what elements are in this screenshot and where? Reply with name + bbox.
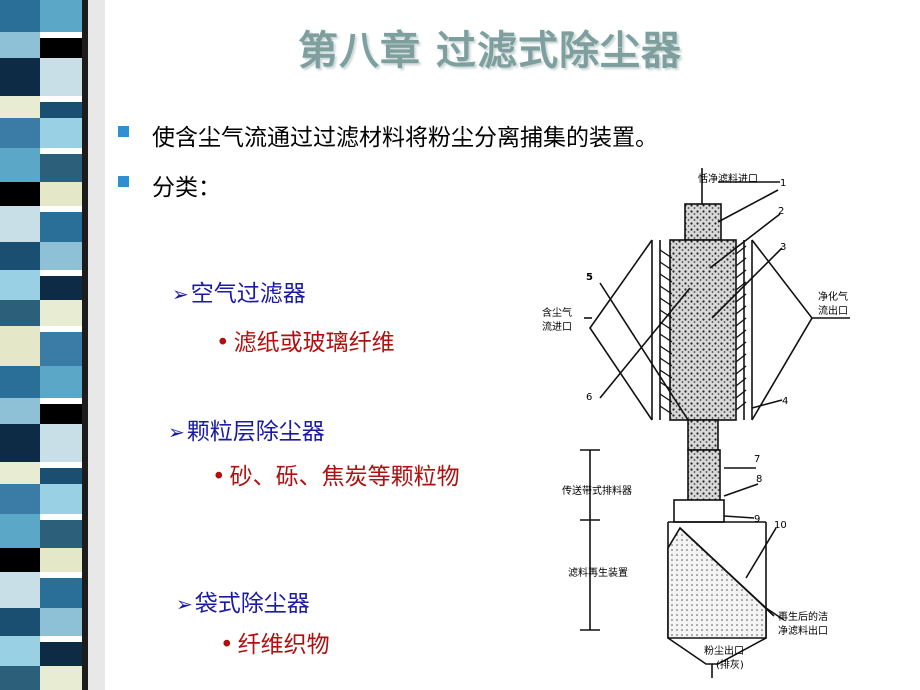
diagram-number: 1 <box>780 178 786 189</box>
category-detail: 滤纸或玻璃纤维 <box>233 330 395 356</box>
diagram-number: 4 <box>782 396 788 407</box>
category-label: 空气过滤器 <box>190 281 306 307</box>
category-detail: 纤维织物 <box>237 632 330 658</box>
diagram-label-regen: 滤料再生装置 <box>568 566 628 579</box>
decorative-side-strip <box>0 0 105 690</box>
diagram-label-dusty-inlet: 含尘气 <box>542 306 572 319</box>
category-detail-air-filter: •滤纸或玻璃纤维 <box>216 323 395 357</box>
diagram-label-conveyor: 传送带式排料器 <box>562 484 632 497</box>
diagram-number: 5 <box>586 272 593 283</box>
arrow-bullet-icon: ➢ <box>168 420 185 444</box>
category-granular-bed: ➢颗粒层除尘器 <box>168 412 325 446</box>
diagram-label-media-inlet: 恬净滤料进口 <box>698 172 758 185</box>
bullet-square-icon <box>118 176 129 187</box>
category-detail-bag-filter: •纤维织物 <box>220 625 330 659</box>
diagram-number: 7 <box>754 454 760 465</box>
dot-bullet-icon: • <box>220 632 234 658</box>
category-label: 袋式除尘器 <box>194 591 310 617</box>
arrow-bullet-icon: ➢ <box>172 282 189 306</box>
diagram-label-dust-outlet: 粉尘出口 <box>704 644 744 657</box>
diagram-number: 6 <box>586 392 592 403</box>
diagram-number: 9 <box>754 514 760 525</box>
category-detail-granular-bed: •砂、砾、焦炭等颗粒物 <box>212 457 460 491</box>
category-air-filter: ➢空气过滤器 <box>172 274 306 308</box>
granular-bed-filter-diagram: 恬净滤料进口 含尘气 流进口 净化气 流出口 传送带式排料器 滤料再生装置 再生… <box>542 168 850 678</box>
diagram-label-regen-outlet: 再生后的洁 <box>778 610 828 623</box>
page-title: 第八章 过滤式除尘器 <box>298 28 682 74</box>
diagram-label-clean-outlet: 流出口 <box>818 304 848 317</box>
dot-bullet-icon: • <box>212 464 226 490</box>
diagram-number: 10 <box>774 520 787 531</box>
diagram-number: 2 <box>778 206 784 217</box>
diagram-label-dusty-inlet: 流进口 <box>542 320 572 333</box>
bullet-text: 分类： <box>152 175 221 201</box>
diagram-number: 3 <box>780 242 786 253</box>
diagram-label-clean-outlet: 净化气 <box>818 290 848 303</box>
bullet-text: 使含尘气流通过过滤材料将粉尘分离捕集的装置。 <box>152 125 658 151</box>
category-detail: 砂、砾、焦炭等颗粒物 <box>229 464 460 490</box>
dot-bullet-icon: • <box>216 330 230 356</box>
diagram-label-regen-outlet: 净滤料出口 <box>778 624 828 637</box>
diagram-number: 8 <box>756 474 762 485</box>
category-label: 颗粒层除尘器 <box>186 419 325 445</box>
diagram-label-dust-outlet: (排灰) <box>716 658 744 671</box>
category-bag-filter: ➢袋式除尘器 <box>176 584 310 618</box>
arrow-bullet-icon: ➢ <box>176 592 193 616</box>
bullet-square-icon <box>118 126 129 137</box>
